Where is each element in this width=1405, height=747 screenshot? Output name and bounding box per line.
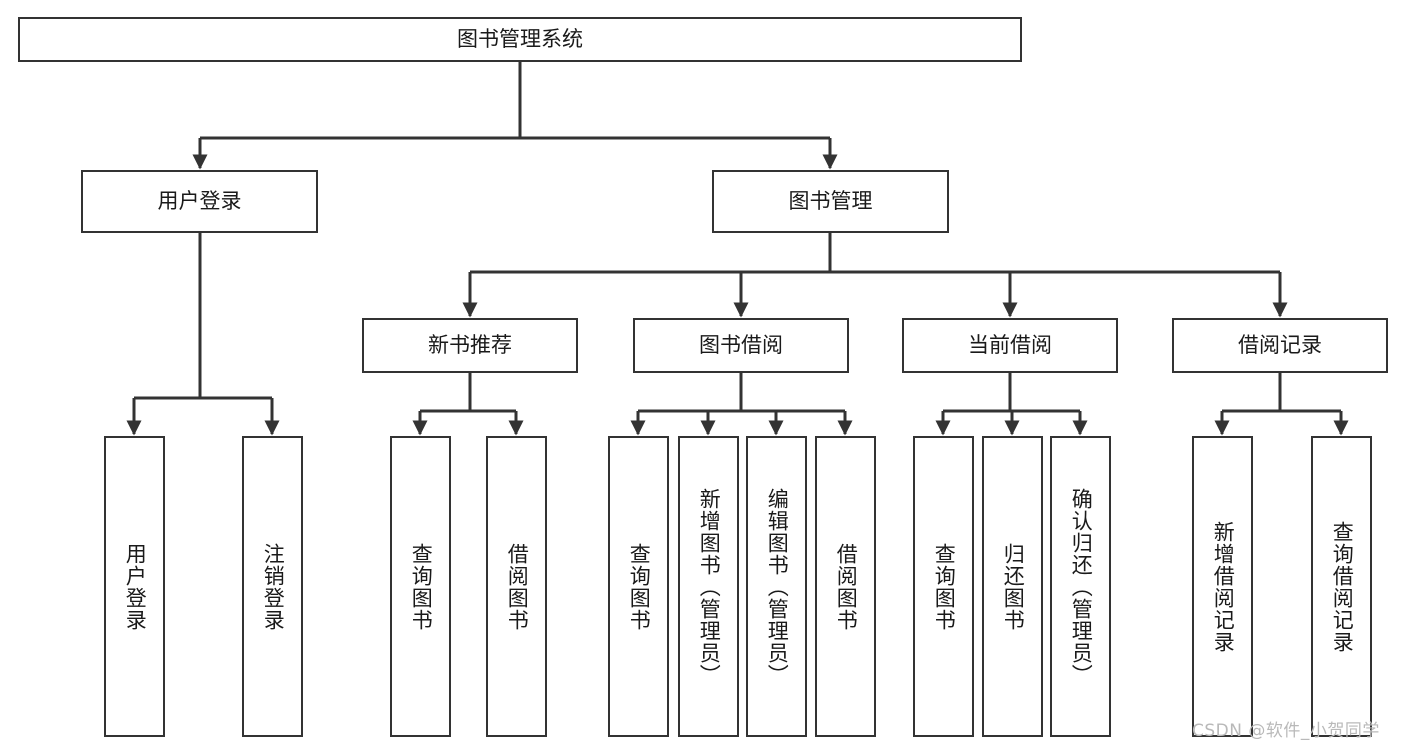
node-leaf-add-borrow-record[interactable]: 新增借阅记录 bbox=[1192, 436, 1253, 737]
node-label: 借阅图书 bbox=[834, 542, 859, 631]
node-book-borrow[interactable]: 图书借阅 bbox=[633, 318, 849, 373]
node-label: 用户登录 bbox=[157, 188, 242, 213]
node-label: 图书管理 bbox=[788, 188, 873, 213]
node-leaf-query-book-borrow[interactable]: 查询图书 bbox=[608, 436, 669, 737]
node-leaf-borrow-book[interactable]: 借阅图书 bbox=[815, 436, 876, 737]
node-leaf-query-borrow-record[interactable]: 查询借阅记录 bbox=[1311, 436, 1372, 737]
node-leaf-confirm-return-admin[interactable]: 确认归还（管理员） bbox=[1050, 436, 1111, 737]
node-leaf-add-book-admin[interactable]: 新增图书（管理员） bbox=[678, 436, 739, 737]
node-book-management[interactable]: 图书管理 bbox=[712, 170, 949, 233]
node-label: 新增借阅记录 bbox=[1211, 520, 1236, 653]
node-leaf-user-login[interactable]: 用户登录 bbox=[104, 436, 165, 737]
node-label: 编辑图书（管理员） bbox=[765, 487, 790, 686]
node-label: 新增图书（管理员） bbox=[697, 487, 722, 686]
node-label: 查询借阅记录 bbox=[1330, 520, 1355, 653]
node-label: 借阅记录 bbox=[1238, 332, 1322, 357]
node-label: 查询图书 bbox=[627, 542, 652, 631]
node-label: 注销登录 bbox=[261, 542, 286, 631]
node-current-borrow[interactable]: 当前借阅 bbox=[902, 318, 1118, 373]
node-leaf-edit-book-admin[interactable]: 编辑图书（管理员） bbox=[746, 436, 807, 737]
node-label: 查询图书 bbox=[409, 542, 434, 631]
node-borrow-record[interactable]: 借阅记录 bbox=[1172, 318, 1388, 373]
node-label: 确认归还（管理员） bbox=[1069, 487, 1094, 686]
node-leaf-return-book[interactable]: 归还图书 bbox=[982, 436, 1043, 737]
node-leaf-logout[interactable]: 注销登录 bbox=[242, 436, 303, 737]
node-label: 归还图书 bbox=[1001, 542, 1026, 631]
node-user-login[interactable]: 用户登录 bbox=[81, 170, 318, 233]
node-label: 用户登录 bbox=[123, 542, 148, 631]
node-label: 借阅图书 bbox=[505, 542, 530, 631]
node-label: 新书推荐 bbox=[428, 332, 512, 357]
node-leaf-query-book-new[interactable]: 查询图书 bbox=[390, 436, 451, 737]
node-label: 当前借阅 bbox=[968, 332, 1052, 357]
node-leaf-query-book-current[interactable]: 查询图书 bbox=[913, 436, 974, 737]
node-label: 查询图书 bbox=[932, 542, 957, 631]
node-root-system[interactable]: 图书管理系统 bbox=[18, 17, 1022, 62]
node-new-book-recommend[interactable]: 新书推荐 bbox=[362, 318, 578, 373]
node-leaf-borrow-book-new[interactable]: 借阅图书 bbox=[486, 436, 547, 737]
node-label: 图书借阅 bbox=[699, 332, 783, 357]
node-label: 图书管理系统 bbox=[457, 26, 583, 51]
